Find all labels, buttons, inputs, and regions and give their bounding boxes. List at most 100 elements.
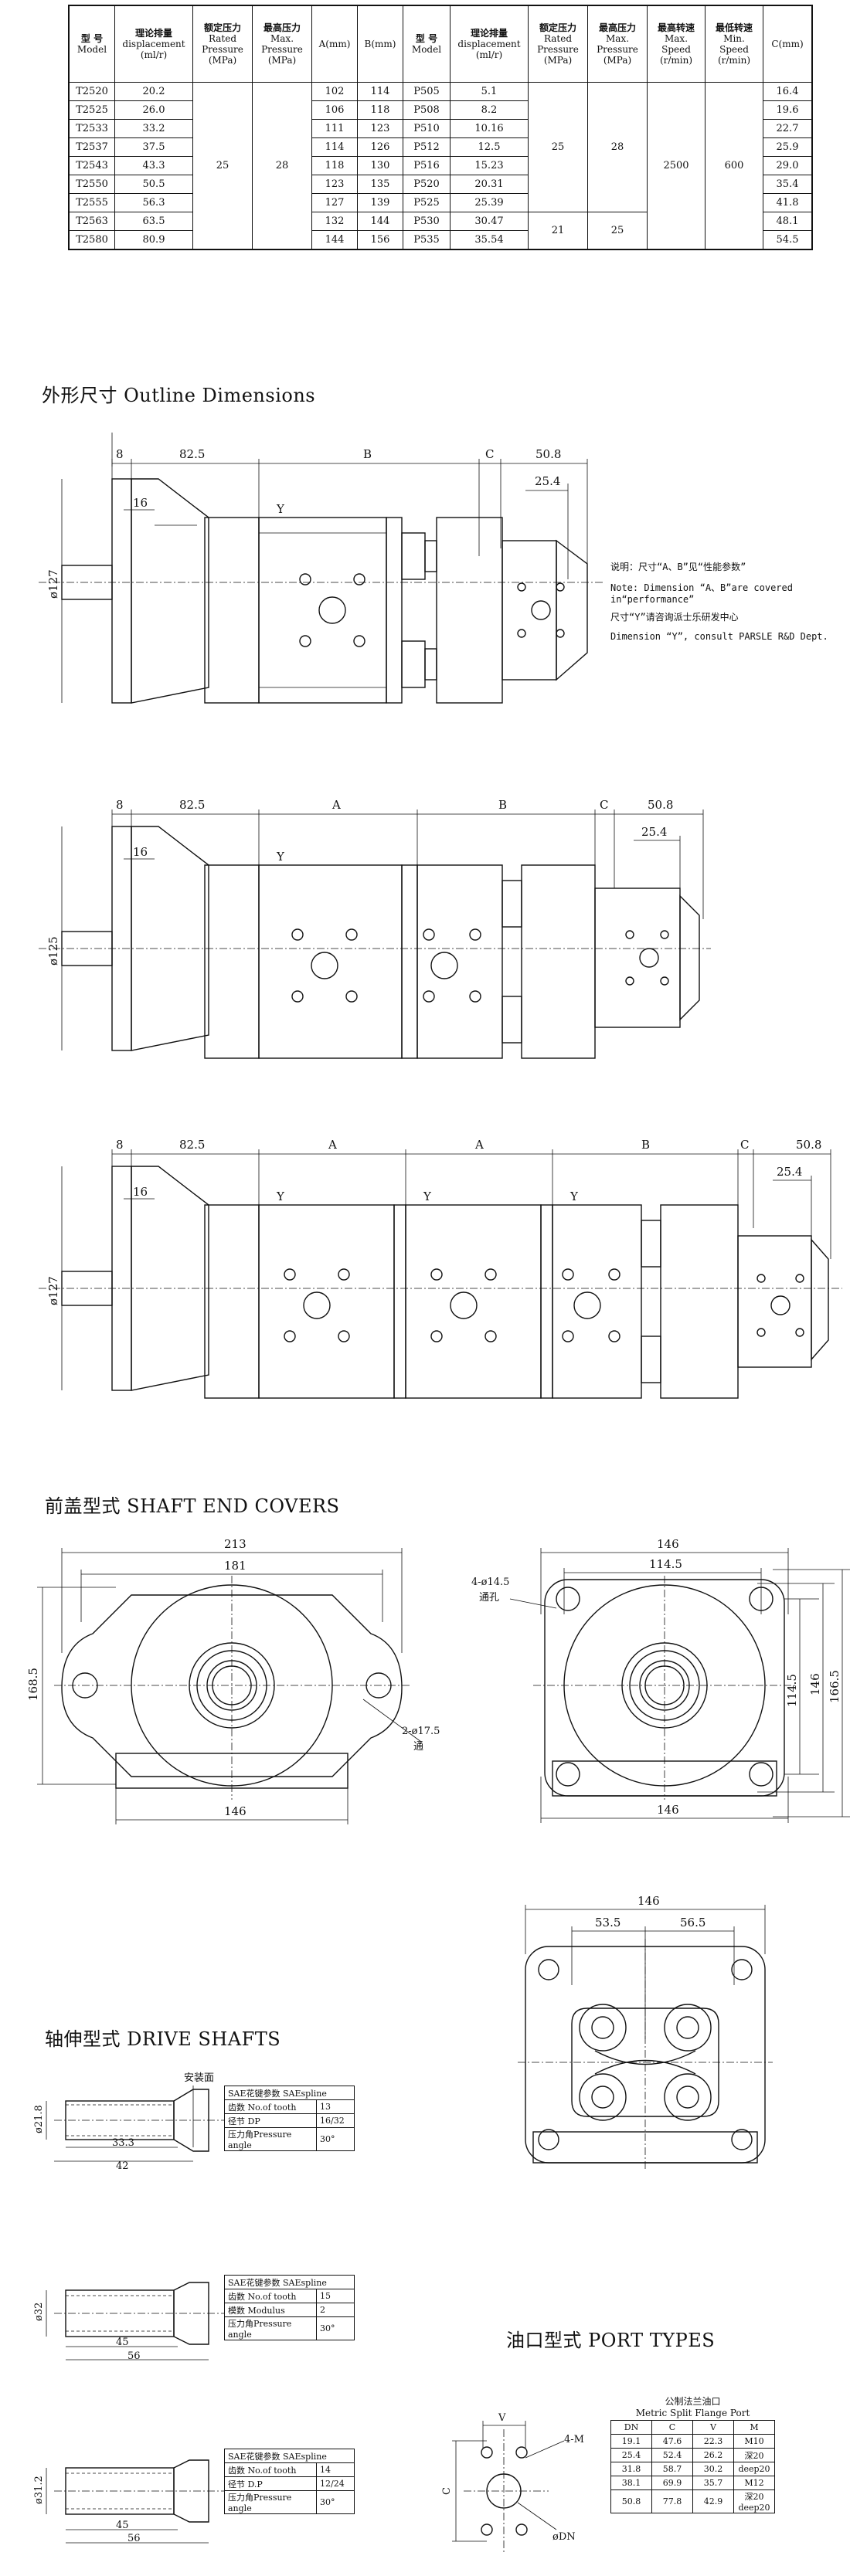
dim-146: 146 [224,1804,246,1818]
dim-8: 8 [116,1138,124,1152]
cell-c: 22.7 [763,119,813,138]
cell-b: 114 [357,82,403,101]
dim-dia32: ø32 [33,2303,45,2321]
cell-model2: P512 [403,137,450,157]
dim-dia31-2: ø31.2 [33,2476,45,2504]
cell-model: T2525 [68,100,115,120]
cell-displacement2: 15.23 [450,156,529,175]
dim-181: 181 [224,1559,246,1573]
cell-model2: P535 [403,230,450,250]
spline-param: 压力角Pressure angle [224,2127,317,2151]
cell-displacement2: 12.5 [450,137,529,157]
dim-45: 45 [116,2337,129,2348]
dim-146-v: 146 [808,1673,822,1695]
dim-114-5-v: 114.5 [785,1674,799,1707]
hole-spec-2: 2-ø17.5 [402,1726,440,1737]
section-title-shafts: 轴伸型式 DRIVE SHAFTS [45,2028,281,2050]
cell-c: 41.8 [763,193,813,212]
spline-param: 压力角Pressure angle [224,2316,317,2340]
flange-cell: deep20 [733,2462,775,2476]
dim-a1: A [328,1138,337,1152]
dim-b: B [363,447,372,461]
cell-b: 144 [357,212,403,231]
drive-shaft-1: 安装面 ø21.8 33.3 42 [33,2072,224,2172]
spline-value: 15 [316,2289,355,2303]
spline2-title: SAE花键参数 SAEspline [224,2275,355,2289]
note-2: Note: Dimension “A、B”are covered in“perf… [610,582,793,605]
cell-c: 54.5 [763,230,813,250]
dim-dia125: ø125 [46,936,60,966]
flange-cell: 52.4 [651,2448,693,2462]
cell-a: 144 [311,230,358,250]
dim-50-8: 50.8 [648,798,673,812]
cell-model2: P505 [403,82,450,101]
dim-166-5: 166.5 [828,1670,842,1703]
spline-value: 12/24 [316,2476,355,2491]
cell-model2: P520 [403,175,450,194]
cell-max-pressure2: 28 [587,82,648,212]
cell-c: 25.9 [763,137,813,157]
cell-b: 126 [357,137,403,157]
cell-model2: P516 [403,156,450,175]
dim-y: Y [276,850,285,864]
cell-displacement2: 5.1 [450,82,529,101]
cell-displacement: 20.2 [114,82,193,101]
cell-rated-pressure2: 25 [528,82,588,212]
col-a: A(mm) [311,5,358,83]
flange-cell: 35.7 [692,2476,734,2490]
cell-displacement2: 25.39 [450,193,529,212]
dim-146: 146 [638,1894,660,1908]
dim-33-3: 33.3 [112,2137,134,2149]
cell-a: 118 [311,156,358,175]
cell-b: 139 [357,193,403,212]
dim-56: 56 [128,2533,141,2544]
cell-model: T2580 [68,230,115,250]
cell-displacement2: 20.31 [450,175,529,194]
cell-displacement: 33.2 [114,119,193,138]
cell-model2: P510 [403,119,450,138]
cell-displacement2: 8.2 [450,100,529,120]
cell-a: 132 [311,212,358,231]
dim-y3: Y [570,1190,579,1203]
dim-16: 16 [133,845,148,859]
flange-title: 公制法兰油口 [665,2396,721,2407]
cell-b: 135 [357,175,403,194]
flange-cell: 22.3 [692,2434,734,2449]
flange-cell: M12 [733,2476,775,2490]
col-b: B(mm) [357,5,403,83]
cell-c: 48.1 [763,212,813,231]
cell-a: 102 [311,82,358,101]
cell-b: 130 [357,156,403,175]
cell-displacement: 63.5 [114,212,193,231]
cell-displacement2: 10.16 [450,119,529,138]
flange-head-cell: M [733,2420,775,2435]
cell-b: 156 [357,230,403,250]
dim-50-8: 50.8 [796,1138,821,1152]
dim-y: Y [276,502,285,516]
cell-a: 114 [311,137,358,157]
dim-25-4: 25.4 [535,474,560,488]
cell-displacement: 26.0 [114,100,193,120]
flange-subtitle: Metric Split Flange Port [635,2408,750,2418]
dim-c: C [740,1138,749,1152]
cell-displacement2: 35.54 [450,230,529,250]
cell-a: 106 [311,100,358,120]
note-4: Dimension “Y”, consult PARSLE R&D Dept. [610,631,828,642]
